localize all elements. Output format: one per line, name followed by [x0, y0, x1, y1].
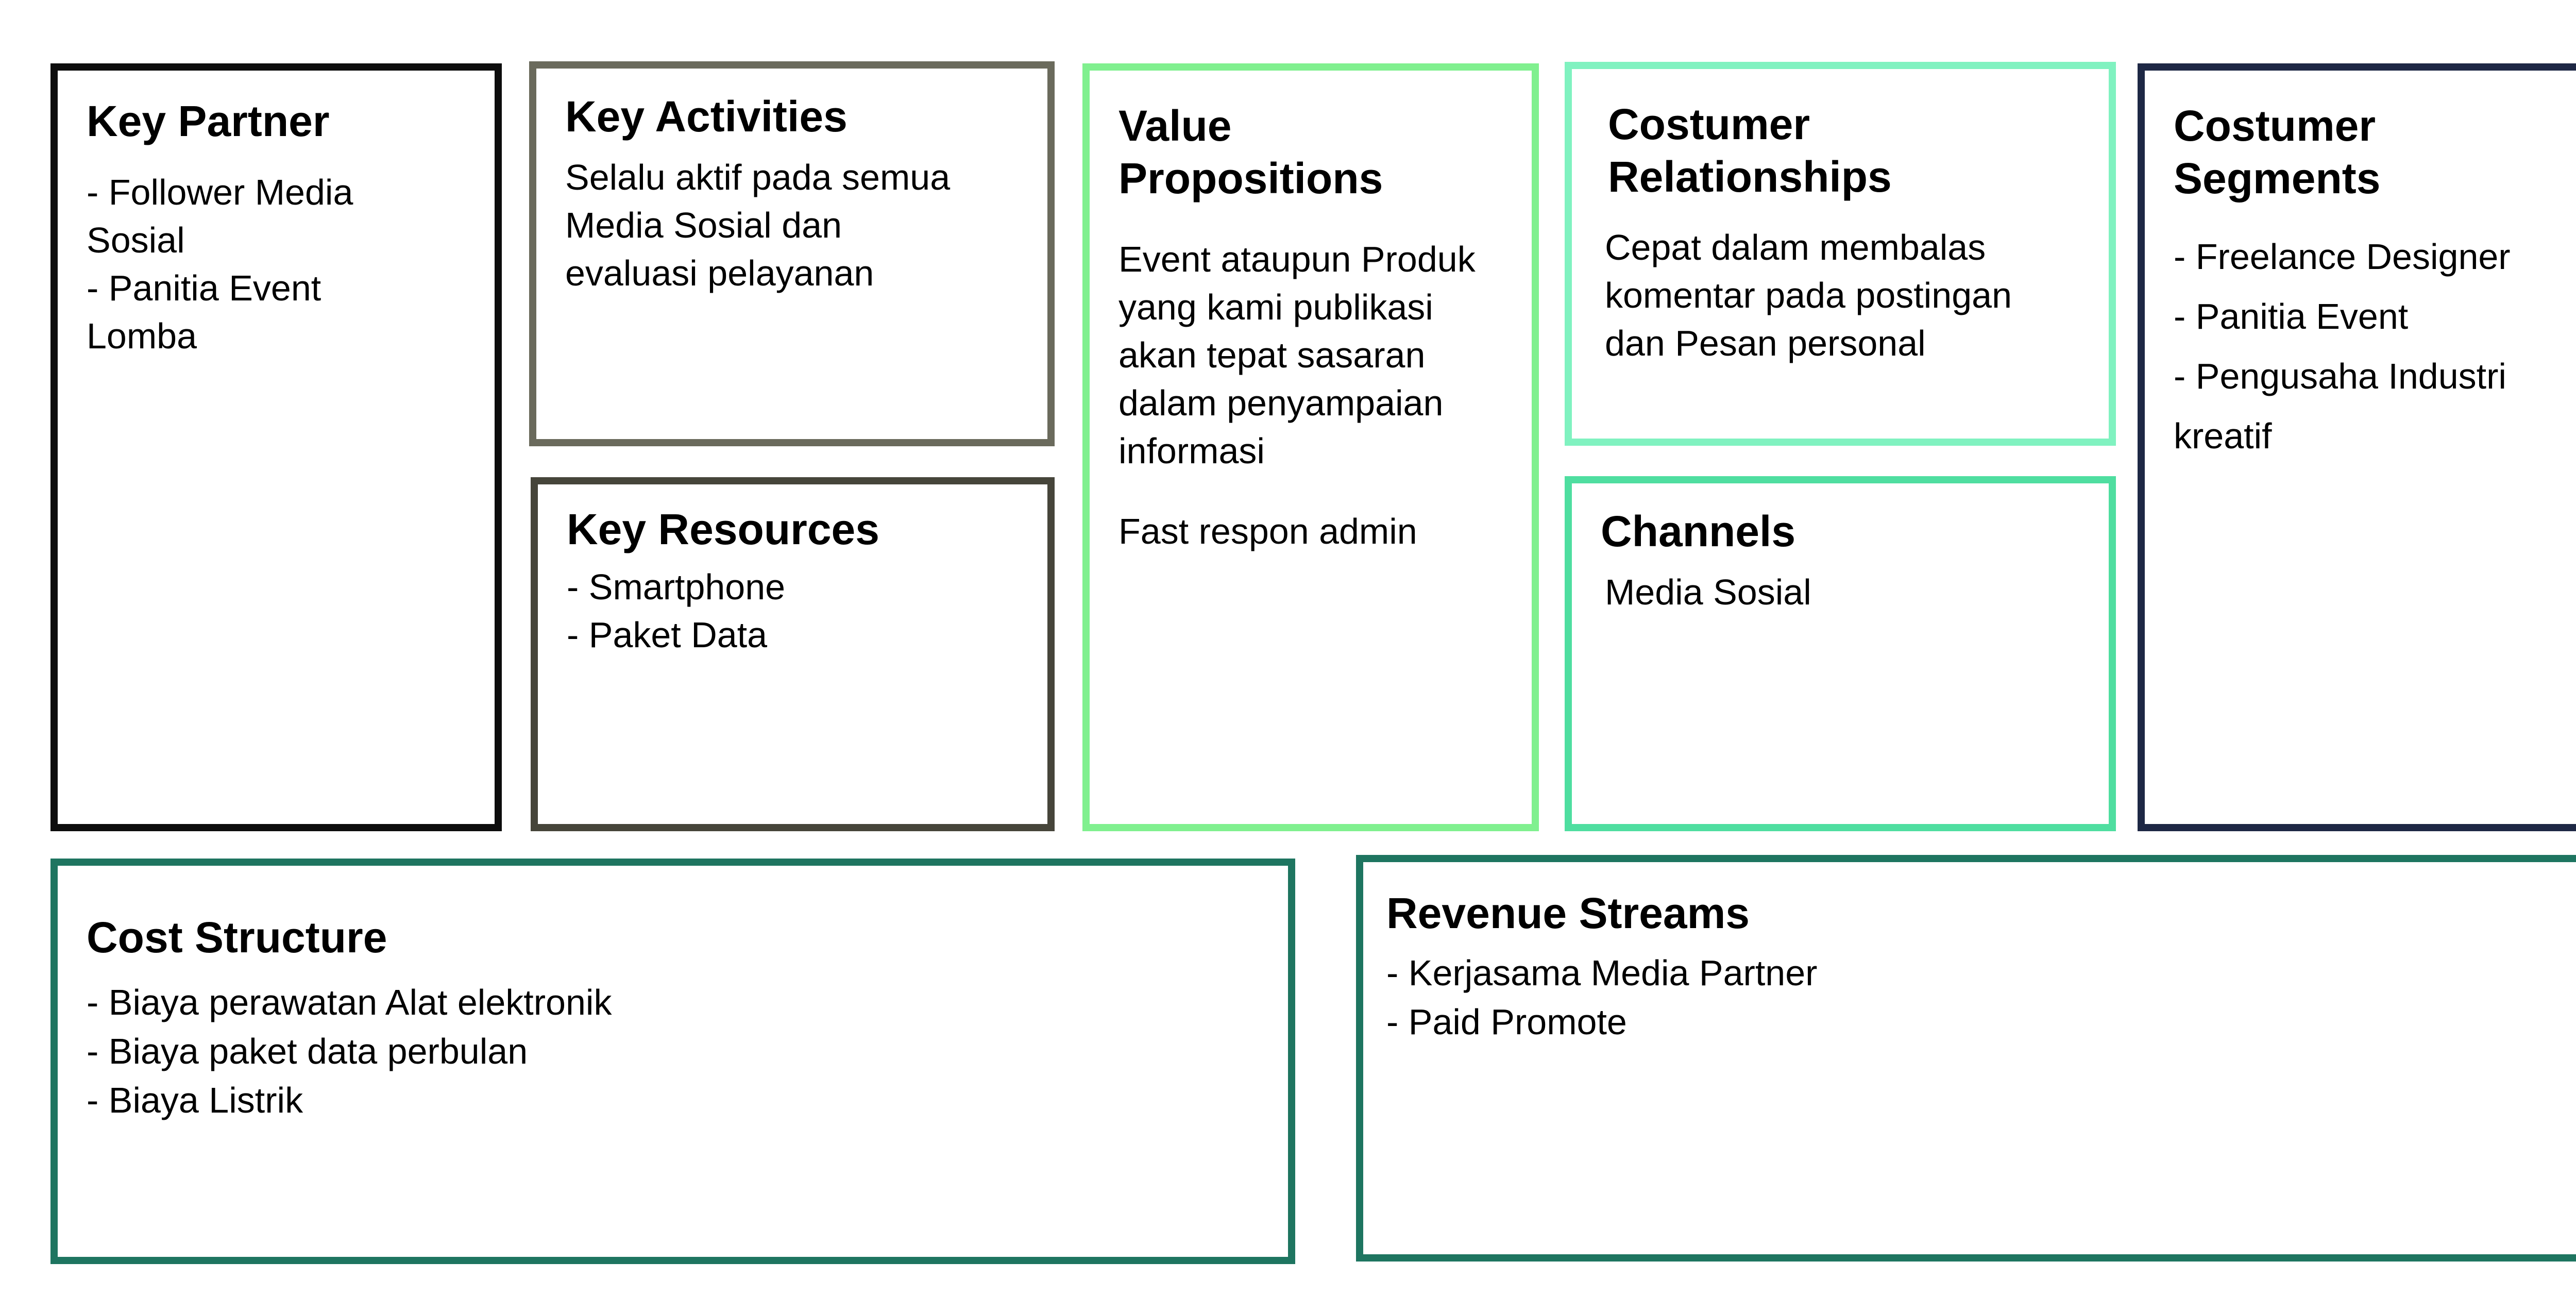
- cost-structure-block: Cost Structure - Biaya perawatan Alat el…: [50, 859, 1295, 1264]
- key-activities-block: Key Activities Selalu aktif pada semua M…: [529, 61, 1055, 446]
- key-resources-title: Key Resources: [567, 505, 879, 553]
- cost-structure-content: - Biaya perawatan Alat elektronik - Biay…: [87, 982, 612, 1120]
- channels-title: Channels: [1601, 507, 1796, 556]
- key-partner-content: - Follower Media Sosial - Panitia Event …: [87, 172, 353, 356]
- revenue-streams-block: Revenue Streams - Kerjasama Media Partne…: [1356, 855, 2576, 1262]
- key-activities-title: Key Activities: [565, 92, 848, 141]
- key-partner-title: Key Partner: [87, 97, 330, 145]
- value-propositions-content: Event ataupun Produk yang kami publikasi…: [1118, 239, 1476, 471]
- costumer-relationships-content: Cepat dalam membalas komentar pada posti…: [1605, 227, 2012, 363]
- key-activities-content: Selalu aktif pada semua Media Sosial dan…: [565, 157, 951, 293]
- value-propositions-secondary-content: Fast respon admin: [1118, 511, 1417, 551]
- cost-structure-title: Cost Structure: [87, 913, 387, 962]
- costumer-relationships-block: Costumer Relationships Cepat dalam memba…: [1565, 62, 2116, 446]
- key-resources-content: - Smartphone - Paket Data: [567, 567, 786, 655]
- key-resources-block: Key Resources - Smartphone - Paket Data: [531, 477, 1055, 831]
- costumer-relationships-title: Costumer Relationships: [1608, 100, 1892, 201]
- revenue-streams-title: Revenue Streams: [1386, 889, 1750, 937]
- revenue-streams-content: - Kerjasama Media Partner - Paid Promote: [1386, 953, 1818, 1042]
- channels-block: Channels Media Sosial: [1565, 476, 2116, 831]
- value-propositions-block: Value Propositions Event ataupun Produk …: [1082, 63, 1539, 831]
- costumer-segments-content: - Freelance Designer - Panitia Event - P…: [2174, 237, 2511, 456]
- costumer-segments-title: Costumer Segments: [2174, 102, 2381, 203]
- costumer-segments-block: Costumer Segments - Freelance Designer -…: [2138, 63, 2576, 831]
- channels-content: Media Sosial: [1605, 572, 1811, 612]
- key-partner-block: Key Partner - Follower Media Sosial - Pa…: [50, 63, 502, 831]
- value-propositions-title: Value Propositions: [1118, 102, 1383, 203]
